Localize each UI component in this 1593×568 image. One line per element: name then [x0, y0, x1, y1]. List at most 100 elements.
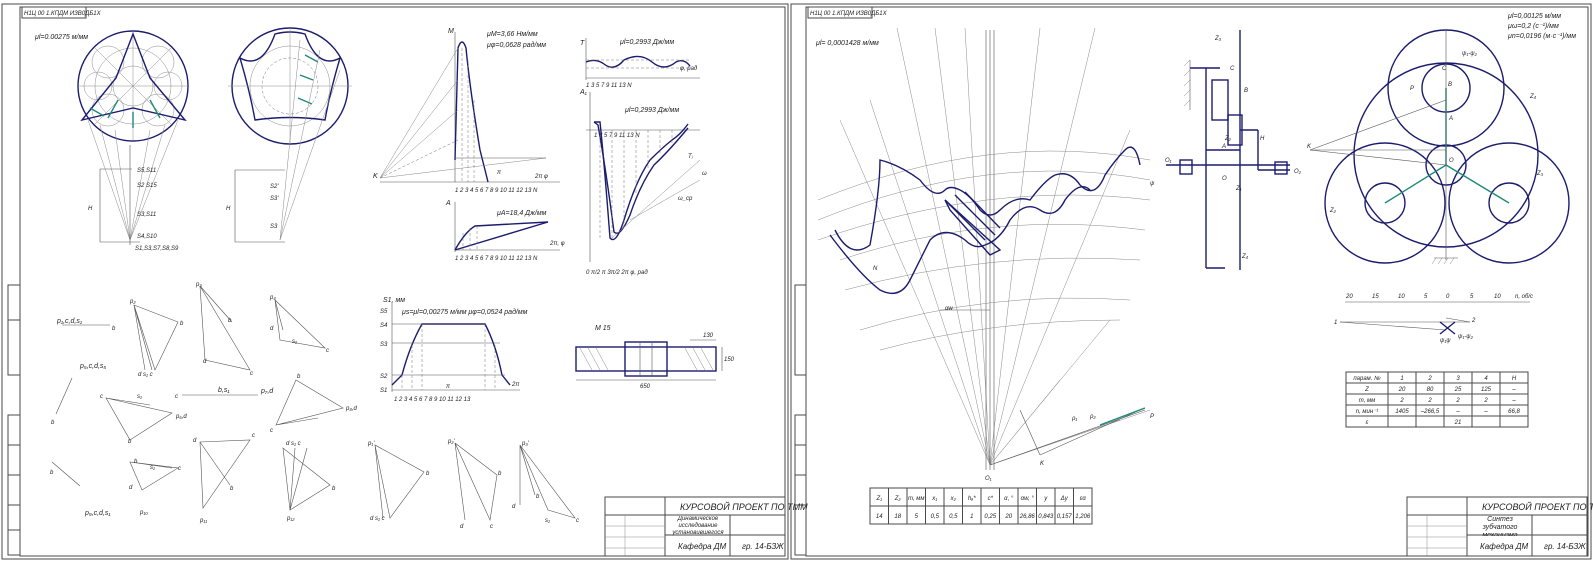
svg-text:O₁: O₁: [1165, 158, 1172, 164]
sheet-1-group: гр. 14-БЗЖ: [742, 542, 784, 551]
svg-text:b,s₁: b,s₁: [218, 387, 230, 394]
disp-title: S1, мм: [383, 297, 405, 304]
svg-text:Z₃: Z₃: [1214, 36, 1222, 42]
gear-table-header: α, °: [1004, 496, 1014, 502]
svg-text:S2': S2': [270, 184, 279, 190]
moment-pi-label: π: [497, 170, 502, 176]
svg-text:ψ₁-ψ₂: ψ₁-ψ₂: [1458, 334, 1474, 340]
energy-phi-axis: 0 π/2 π 3π/2 2π φ, рад: [586, 270, 648, 276]
gear-table-header: hₐ*: [968, 496, 976, 502]
svg-text:S3': S3': [270, 196, 279, 202]
svg-text:S2 S15: S2 S15: [137, 183, 157, 189]
params-table-header: 1: [1400, 376, 1403, 382]
moment-scale-2: μφ=0,0628 рад/мм: [486, 41, 546, 49]
svg-text:Tⱼ: Tⱼ: [688, 154, 694, 160]
svg-text:p₅,c,d,s₅: p₅,c,d,s₅: [79, 363, 106, 370]
svg-text:c: c: [270, 428, 273, 434]
svg-text:c: c: [490, 524, 493, 530]
svg-text:ψ: ψ: [1150, 181, 1155, 187]
sheet-2-inner-frame: [805, 6, 1589, 557]
gear-table-header: Z₂: [894, 496, 902, 502]
svg-text:c: c: [100, 394, 103, 400]
sheet-2-group: гр. 14-БЗЖ: [1544, 542, 1586, 551]
gear-table-cell: 20: [1004, 514, 1012, 520]
params-table-cell: 1405: [1395, 409, 1409, 415]
svg-text:π: π: [446, 384, 451, 390]
svg-text:b: b: [536, 494, 540, 500]
cam-scale-label: μl=0.00275 м/мм: [34, 34, 88, 41]
sheet-1-side-strip: [7, 284, 21, 556]
energy-phi-label: φ, рад: [680, 66, 698, 72]
params-table-cell: 20: [1398, 387, 1406, 393]
speed-tick-15: 15: [1372, 294, 1379, 300]
gear-table-cell: 1: [970, 514, 973, 520]
gear-table-cell: 0,5: [931, 514, 940, 520]
svg-text:c: c: [576, 518, 579, 524]
moment-scale-1: μM=3,66 Нм/мм: [486, 31, 538, 38]
machine-part-drawing: M 15 650 130 150: [575, 325, 735, 390]
gear-scale: μl= 0,0001428 м/мм: [815, 40, 879, 47]
params-table-cell: –: [1455, 409, 1460, 415]
svg-text:p₂: p₂: [129, 299, 136, 305]
sheet-1-title-block: КУРСОВОЙ ПРОЕКТ ПО ТММ Динамическое иссл…: [604, 496, 808, 557]
svg-text:S4,S10: S4,S10: [137, 234, 157, 240]
svg-text:b: b: [51, 420, 55, 426]
svg-text:d: d: [193, 438, 197, 444]
gear-table-header: Z₁: [875, 496, 882, 502]
svg-text:H: H: [226, 206, 231, 212]
svg-text:H: H: [1260, 136, 1265, 142]
gear-table-header: m, мм: [908, 496, 925, 502]
svg-text:O: O: [1449, 158, 1454, 164]
gear-table-cell: 18: [894, 514, 901, 520]
work-axis-N: 1 2 3 4 5 6 7 8 9 10 11 12 13 N: [455, 256, 538, 262]
speed-tick-5r: 5: [1470, 294, 1474, 300]
svg-text:b: b: [297, 374, 301, 380]
sheet-2-side-strip: [794, 284, 807, 556]
disp-axis: 1 2 3 4 5 6 7 8 9 10 11 12 13: [394, 397, 471, 403]
sheet-1-dept: Кафедра ДМ: [678, 542, 726, 551]
sheet-2-dept: Кафедра ДМ: [1480, 542, 1528, 551]
svg-text:B: B: [1448, 82, 1452, 88]
sheet-2: Н1Ц 00 1.КПДМ ИЗВ0ДБ1Х μl= 0,0001428 м/м…: [790, 3, 1593, 560]
svg-text:p₁₀: p₁₀: [139, 510, 148, 516]
gear-table-cell: 0,25: [984, 514, 996, 520]
svg-text:1: 1: [1334, 320, 1337, 326]
svg-text:S1,S3,S7,S8,S9: S1,S3,S7,S8,S9: [135, 246, 179, 252]
svg-text:K: K: [1307, 144, 1312, 150]
svg-text:ρ₂: ρ₂: [1089, 414, 1096, 420]
sheet-1-stamp: Н1Ц 00 1.КПДМ ИЗВ0ДБ1Х: [24, 11, 102, 17]
sheet-1: Н1Ц 00 1.КПДМ ИЗВ0ДБ1Х μl=0.00275 м/мм: [1, 3, 808, 560]
gear-table-cell: 14: [876, 514, 883, 520]
params-table-header: 3: [1456, 376, 1460, 382]
svg-text:A: A: [1221, 144, 1226, 150]
svg-text:p₁₁: p₁₁: [199, 518, 207, 524]
params-table-cell: 2: [1483, 398, 1488, 404]
displacement-diagram: S1, мм μs=μl=0,00275 м/мм μφ=0,0524 рад/…: [380, 297, 528, 403]
speed-tick-10r: 10: [1494, 294, 1501, 300]
moment-2pi-label: 2π φ: [534, 174, 548, 180]
svg-text:P: P: [1150, 414, 1154, 420]
svg-text:d: d: [129, 485, 133, 491]
cam-profile-right: H S2' S3' S3: [226, 27, 352, 243]
energy-scale: μl=0,2993 Дж/мм: [619, 39, 674, 46]
params-table-cell: 80: [1427, 387, 1434, 393]
params-table-cell: –: [1511, 387, 1516, 393]
svg-text:d: d: [270, 326, 274, 332]
svg-text:ω_ср: ω_ср: [678, 196, 693, 202]
gear-table-header: Δy: [1060, 496, 1069, 502]
planetary-scheme: C B A O H O₁ O₂ Z₄ Z₂ Z₃ Z₁: [1165, 30, 1302, 270]
svg-text:d: d: [512, 504, 516, 510]
params-table-header: парам. №: [1353, 375, 1381, 382]
planet-scale-3: μn=0,0196 (м·с⁻¹)/мм: [1507, 33, 1576, 40]
disp-level-S2: S2: [380, 374, 388, 380]
planet-scale-2: μω=0,2 (с⁻¹)/мм: [1507, 23, 1559, 30]
params-table-cell: 66,8: [1508, 409, 1520, 415]
params-table-header: H: [1512, 376, 1517, 382]
svg-text:b: b: [498, 471, 502, 477]
svg-text:K: K: [1040, 461, 1045, 467]
svg-text:b: b: [134, 459, 138, 465]
svg-text:Z₄: Z₄: [1529, 94, 1537, 100]
svg-text:p₈,d: p₈,d: [345, 406, 358, 412]
disp-level-S4: S4: [380, 323, 388, 329]
